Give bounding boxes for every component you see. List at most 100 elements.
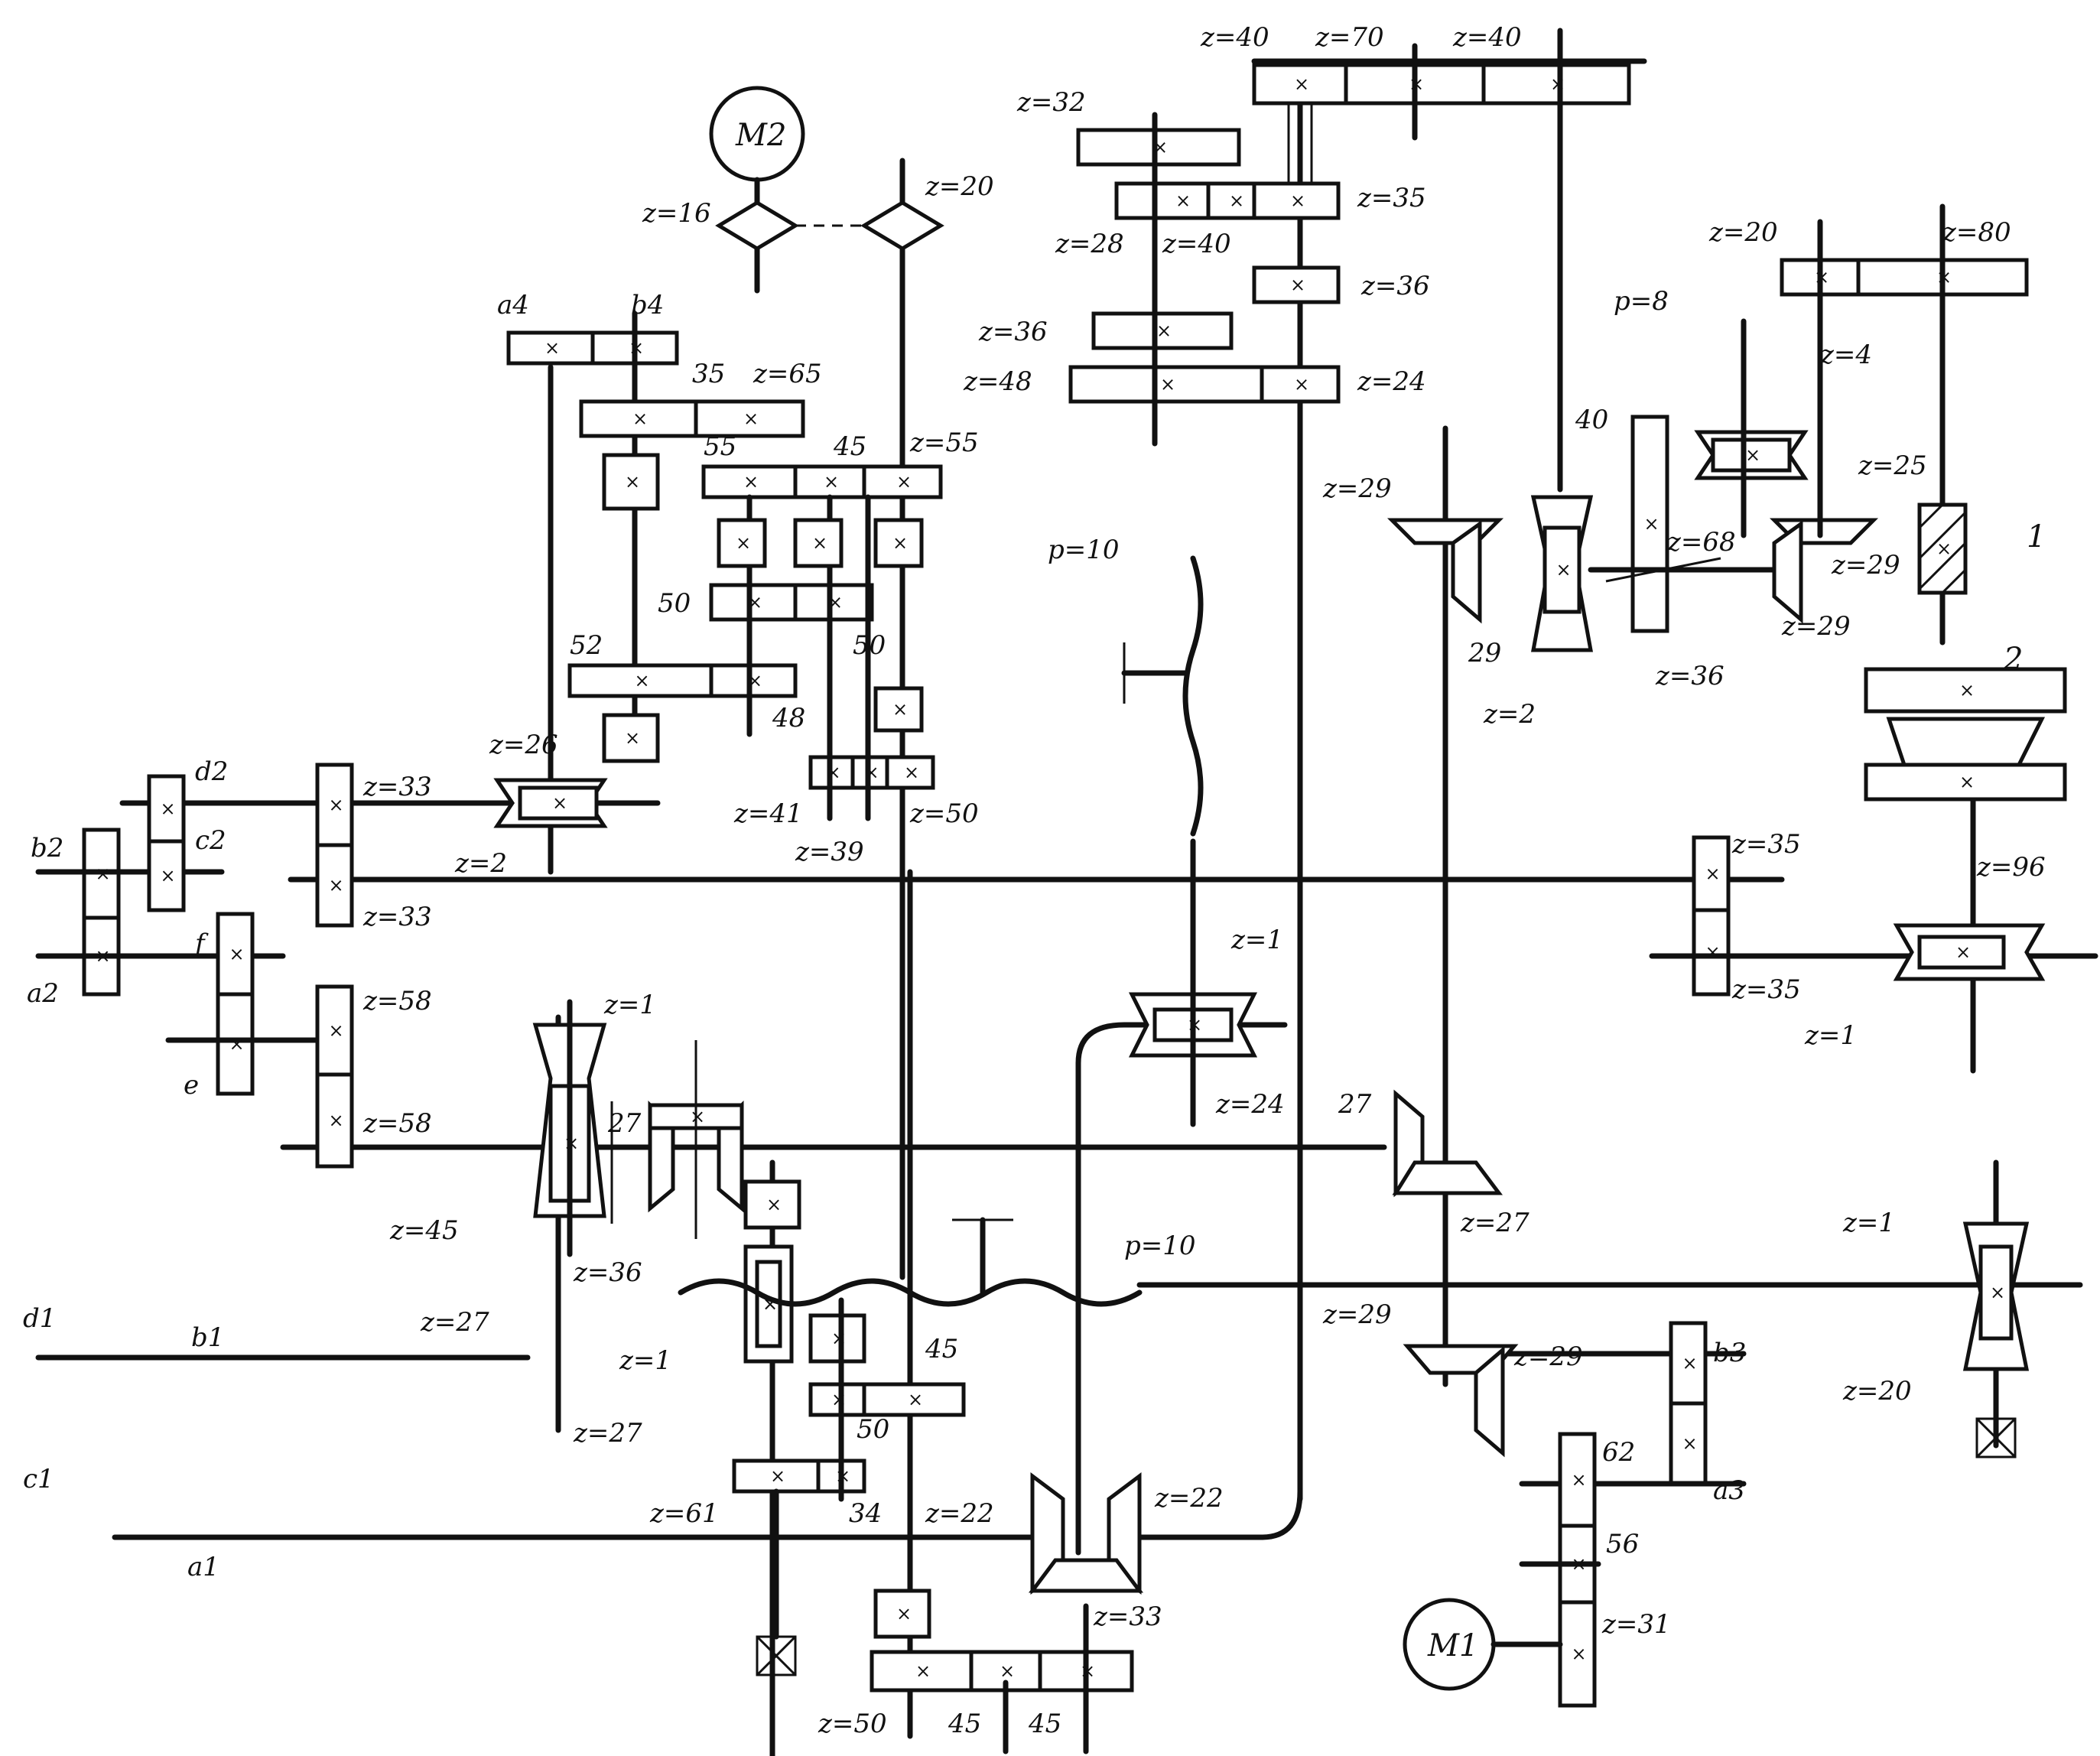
bevel-z27-r <box>1392 1160 1503 1195</box>
label-p10a: p=10 <box>1048 535 1120 565</box>
label-z20m2: z=20 <box>925 171 994 202</box>
label-z50bot: z=50 <box>818 1709 887 1739</box>
gear-center-mark: × <box>736 532 751 554</box>
gear-z35-top <box>1252 181 1341 220</box>
gear-center-mark: × <box>625 727 640 749</box>
gear-center-mark: × <box>329 875 344 896</box>
gear-center-mark: × <box>896 471 912 493</box>
gear-center-mark: × <box>552 792 567 814</box>
label-n35: 35 <box>692 359 725 389</box>
gear-center-mark: × <box>629 337 644 359</box>
gear-z32 <box>1076 128 1241 167</box>
label-part2: 2 <box>2003 642 2023 677</box>
label-c2: c2 <box>195 825 226 856</box>
gear-center-mark: × <box>892 699 908 720</box>
gear-center-mark: × <box>1959 680 1975 701</box>
label-z61: z=61 <box>649 1498 719 1529</box>
label-z22a: z=22 <box>925 1498 994 1529</box>
gear-center-mark: × <box>915 1660 931 1682</box>
gear-center-mark: × <box>1990 1282 2005 1303</box>
label-z27b: z=27 <box>573 1418 642 1449</box>
label-top_z40a: z=40 <box>1200 22 1269 53</box>
handwheel-right <box>1975 1417 2017 1458</box>
worm-z25 <box>1711 437 1792 473</box>
gear-center-mark: × <box>1572 1469 1587 1491</box>
gear-center-mark: × <box>896 1603 912 1624</box>
label-z96: z=96 <box>1976 852 2046 883</box>
gear-center-mark: × <box>329 1020 344 1042</box>
clutch-1 <box>602 453 660 511</box>
gear-center-mark: × <box>1294 73 1309 95</box>
gear-center-mark: × <box>1294 374 1309 395</box>
label-z35top: z=35 <box>1357 183 1426 213</box>
gear-center-mark: × <box>1290 275 1305 296</box>
gear-center-mark: × <box>747 670 762 691</box>
gear-center-mark: × <box>96 945 111 967</box>
clutch-4 <box>873 518 924 568</box>
gear-35 <box>579 399 698 438</box>
gear-center-mark: × <box>1229 190 1244 212</box>
label-n27r: 27 <box>1338 1089 1372 1120</box>
clutch-6 <box>873 686 924 733</box>
label-top_z70: z=70 <box>1315 22 1384 53</box>
label-z32: z=32 <box>1016 87 1086 118</box>
label-n50a: 50 <box>658 588 691 619</box>
top-gearbox: ××××××××××× <box>1068 28 1647 447</box>
motor-m1-label: M1 <box>1427 1628 1478 1663</box>
label-n50b: 50 <box>853 630 886 661</box>
gear-center-mark: × <box>229 944 245 965</box>
clutch-3 <box>793 518 844 568</box>
label-n48: 48 <box>772 703 805 733</box>
label-b4: b4 <box>631 290 664 320</box>
vertical-screw <box>1182 555 1204 837</box>
label-d1: d1 <box>23 1303 56 1334</box>
label-z33bot: z=33 <box>1093 1602 1162 1632</box>
left-change-gears: ×××××××××× <box>35 763 354 1169</box>
label-z1worm: z=1 <box>603 990 656 1020</box>
label-a3: a3 <box>1713 1475 1745 1506</box>
label-d2: d2 <box>195 756 228 787</box>
lead-screw-assembly: × <box>678 555 2083 1307</box>
gear-z55 <box>862 464 943 499</box>
bent-shaft-to-nut <box>1075 1022 1288 1556</box>
bevel-z29-b <box>1772 520 1803 624</box>
label-n45d: 45 <box>1028 1709 1061 1739</box>
label-n56: 56 <box>1606 1529 1639 1559</box>
gear-center-mark: × <box>96 863 111 885</box>
label-z33b: z=33 <box>362 902 432 932</box>
gear-center-mark: × <box>1290 190 1305 212</box>
label-z1far: z=1 <box>1842 1208 1895 1238</box>
gear-center-mark: × <box>824 471 839 493</box>
clutch-bottom <box>873 1589 931 1639</box>
gear-center-mark: × <box>1644 513 1660 535</box>
right-assembly: ××××××××××××××××× <box>1386 203 2098 1708</box>
label-z4: z=4 <box>1819 340 1872 370</box>
sprocket-z16 <box>715 200 799 251</box>
gear-center-mark: × <box>770 1465 785 1487</box>
gear-center-mark: × <box>545 337 560 359</box>
gear-center-mark: × <box>690 1106 705 1127</box>
label-z36mid: z=36 <box>573 1257 642 1288</box>
gear-center-mark: × <box>1572 1553 1587 1575</box>
label-b1: b1 <box>191 1322 224 1353</box>
gear-center-mark: × <box>743 471 759 493</box>
label-part1: 1 <box>2027 519 2046 554</box>
shafts <box>35 96 1999 1756</box>
clutch-apron-1 <box>743 1179 801 1230</box>
label-z39: z=39 <box>795 837 864 867</box>
label-z2r: z=2 <box>1483 699 1536 730</box>
gear-50-b <box>793 583 874 622</box>
label-e: e <box>184 1070 199 1101</box>
sprocket-z20 <box>860 200 944 251</box>
label-z29b: z=29 <box>1781 611 1851 642</box>
label-n50c: 50 <box>857 1414 889 1445</box>
label-z29a: z=29 <box>1831 550 1900 580</box>
label-z36r: z=36 <box>1655 661 1725 691</box>
label-n34: 34 <box>849 1498 882 1529</box>
gear-center-mark: × <box>1160 374 1175 395</box>
gear-center-mark: × <box>1959 772 1975 793</box>
clutch-apron-2 <box>808 1313 866 1364</box>
gear-40 <box>1630 415 1669 633</box>
clutch-2 <box>717 518 767 568</box>
gear-center-mark: × <box>1936 538 1952 560</box>
